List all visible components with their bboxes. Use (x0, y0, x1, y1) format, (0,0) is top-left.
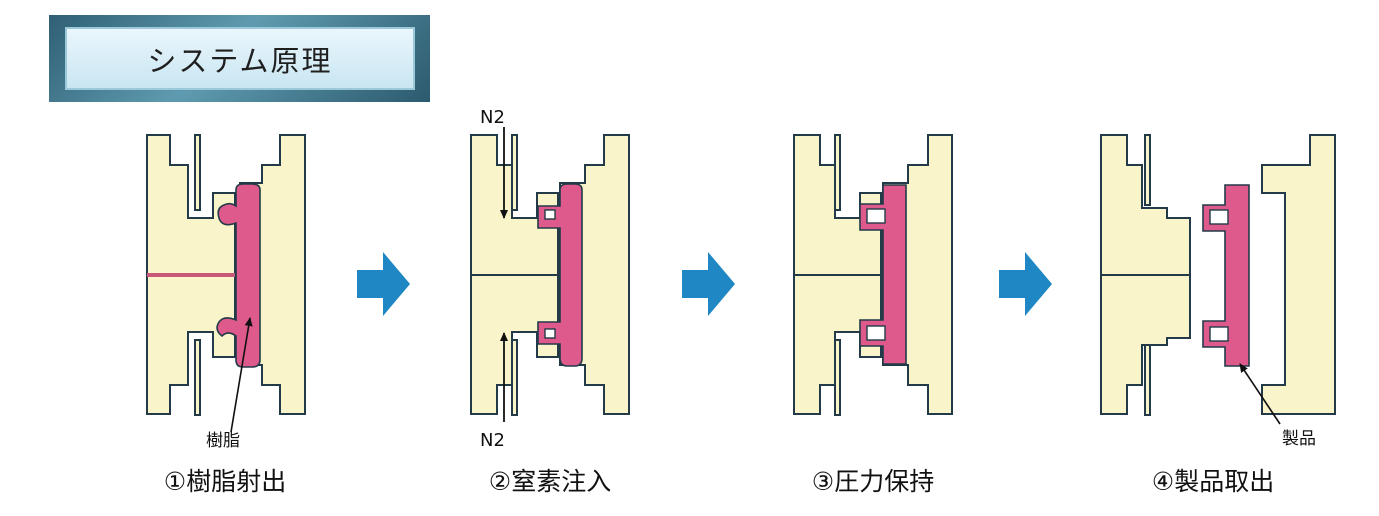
step3-diagram (793, 134, 953, 416)
step4-gas-pin-top (1144, 134, 1151, 206)
step4-gas-pin-bottom (1144, 344, 1151, 416)
product-callout-label: 製品 (1282, 429, 1316, 449)
step4-product (1202, 184, 1250, 367)
step2-gas-void-top (544, 209, 556, 220)
n2-label-bottom: N2 (480, 430, 505, 451)
step2-gas-void-bottom (544, 328, 556, 339)
step2-gas-pin-top (511, 134, 518, 211)
step3-resin (859, 184, 907, 365)
n2-label-top: N2 (480, 107, 505, 128)
step1-diagram (146, 134, 306, 416)
step1-gas-pin-top (194, 134, 201, 211)
step4-diagram (1100, 134, 1336, 416)
step4-moving-mold (1261, 134, 1336, 415)
step3-gas-pin-bottom (834, 339, 841, 416)
product-callout-arrow (1239, 363, 1281, 425)
step1-label: ①樹脂射出 (164, 467, 286, 496)
step3-label: ③圧力保持 (812, 467, 934, 496)
step4-label: ④製品取出 (1152, 467, 1274, 496)
title-frame: システム原理 (49, 15, 430, 102)
step3-gas-void-bottom (866, 325, 886, 341)
step1-gas-pin-bottom (194, 339, 201, 416)
title-panel: システム原理 (65, 27, 415, 90)
step3-gas-void-top (866, 208, 886, 224)
resin-callout-label: 樹脂 (206, 431, 240, 451)
step2-label: ②窒素注入 (489, 467, 611, 496)
page-title: システム原理 (147, 43, 333, 78)
process-arrow-2 (682, 252, 735, 316)
process-arrow-3 (999, 252, 1052, 316)
step2-resin (537, 183, 583, 367)
step2-diagram (470, 127, 630, 422)
step1-fixed-mold-bottom (146, 274, 236, 415)
step2-gas-pin-bottom (511, 339, 518, 416)
process-arrow-1 (357, 252, 410, 316)
step4-hollow-bottom (1209, 326, 1229, 342)
step1-fixed-mold-top (146, 134, 236, 276)
step3-gas-pin-top (834, 134, 841, 211)
resin-callout-arrow (230, 317, 253, 433)
step4-hollow-top (1209, 209, 1229, 225)
